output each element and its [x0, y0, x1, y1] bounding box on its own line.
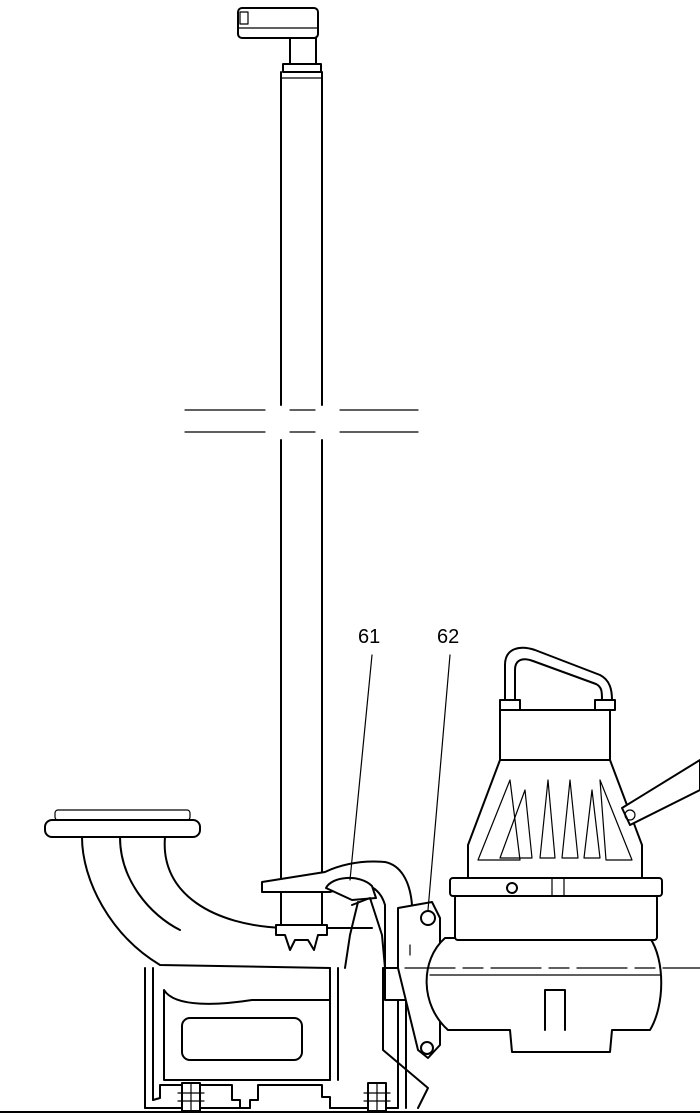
- lifting-handle: [499, 646, 616, 711]
- break-lines: [184, 409, 419, 433]
- duckfoot-base: [144, 967, 407, 1109]
- callout-61-label: 61: [358, 626, 380, 648]
- discharge-elbow: [44, 809, 373, 969]
- pump-motor: [449, 709, 700, 941]
- pipe-foot-bracket: [275, 924, 328, 951]
- callout-62-label: 62: [437, 626, 459, 648]
- guide-claw: [261, 860, 429, 1109]
- guide-pipe: [280, 71, 323, 926]
- anchor-bolt-right: [363, 1082, 391, 1112]
- pump-bracket-plate: [397, 901, 441, 1059]
- callout-62-leader: [427, 654, 451, 911]
- upper-guide-bracket: [237, 7, 322, 73]
- pump-volute: [404, 937, 700, 1053]
- callout-61-leader: [349, 654, 373, 881]
- anchor-bolt-left: [177, 1082, 205, 1112]
